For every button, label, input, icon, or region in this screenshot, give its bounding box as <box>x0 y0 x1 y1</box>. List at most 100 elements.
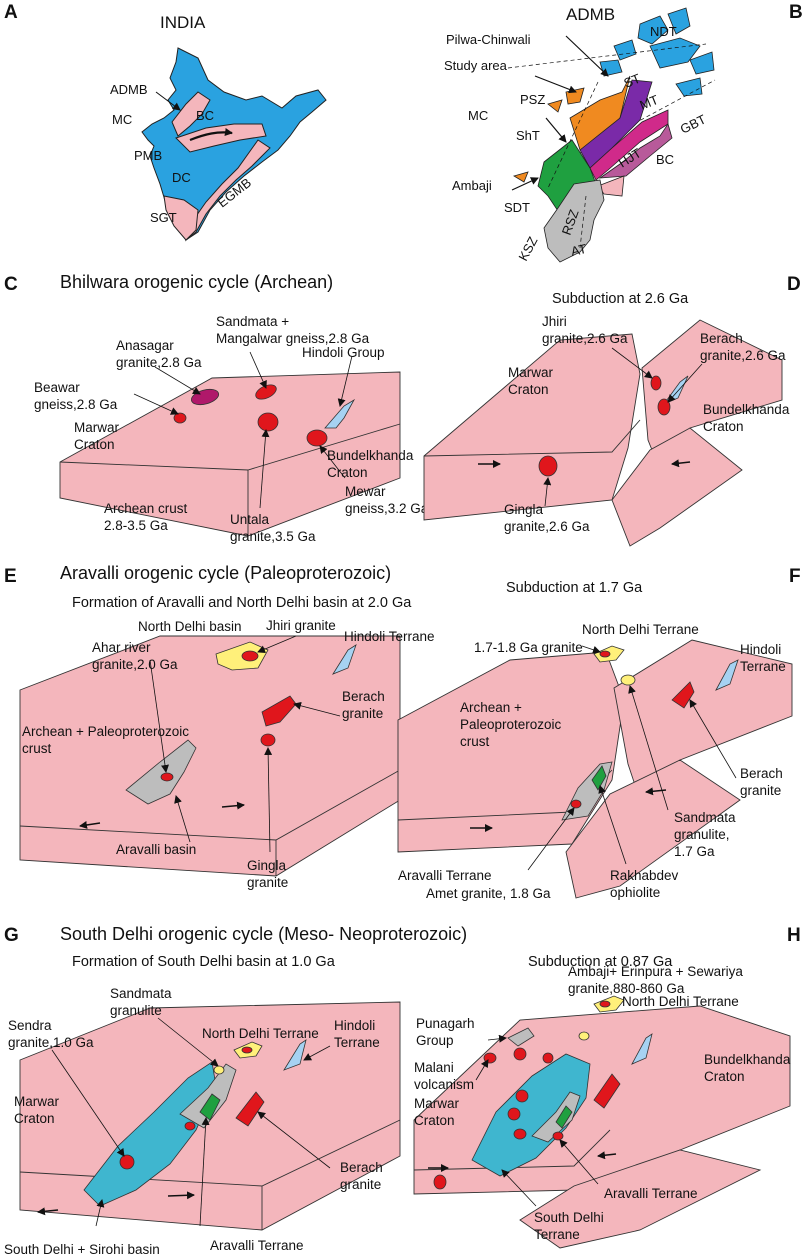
label-mewar-2: gneiss,3.2 Ga <box>345 501 429 516</box>
arrow-ambaji <box>511 177 539 191</box>
berach-granite-f <box>671 681 695 709</box>
arrow-g-left <box>37 1207 59 1216</box>
jhiri-granite-d <box>650 375 662 391</box>
label-aravalli-h: Aravalli Terrane <box>604 1186 698 1201</box>
label-ambaji-h-1: Ambaji+ Erinpura + Sewariya <box>568 964 743 979</box>
psz-dashed <box>547 81 599 189</box>
label-study-area: Study area <box>444 58 508 73</box>
label-crust-f-3: crust <box>460 734 490 749</box>
block-e <box>19 635 401 877</box>
aravalli-basin-e <box>125 739 197 805</box>
label-marwar-d-2: Craton <box>508 382 549 397</box>
gingla-granite-e <box>260 733 276 747</box>
panel-g-subtitle: Formation of South Delhi basin at 1.0 Ga <box>72 954 336 970</box>
sandmata-granulite-f <box>620 674 636 686</box>
label-sdt: SDT <box>504 200 530 215</box>
panel-letter-a: A <box>4 2 18 23</box>
callouts-c <box>133 351 353 509</box>
label-pilwa: Pilwa-Chinwali <box>446 32 531 47</box>
block-d-right <box>641 319 783 471</box>
label-pmb: PMB <box>134 148 162 163</box>
label-bundel-h-1: Bundelkhanda <box>704 1052 791 1067</box>
panel-h-subduction-087: Subduction at 0.87 Ga <box>413 954 791 1249</box>
label-crust-e-1: Archean + Paleoproterozoic <box>22 724 189 739</box>
slab-h <box>519 1149 762 1249</box>
berach-granite-g <box>235 1091 265 1127</box>
green-ophiolite-h <box>555 1105 573 1129</box>
dashed-line-upper <box>507 43 707 69</box>
label-bundel-h-2: Craton <box>704 1069 745 1084</box>
label-berach-e-2: granite <box>342 706 383 721</box>
label-archean-2: 2.8-3.5 Ga <box>104 518 168 533</box>
callouts-e <box>149 635 341 853</box>
label-sandmata-c: Sandmata + <box>216 314 289 329</box>
label-aravalli-basin: Aravalli basin <box>116 842 196 857</box>
label-berach-f-2: granite <box>740 783 781 798</box>
label-bundel-c-2: Craton <box>327 465 368 480</box>
label-berach-d-1: Berach <box>700 331 743 346</box>
label-sht: ShT <box>516 128 540 143</box>
gingla-granite-d <box>538 455 558 477</box>
label-aravalli-g: Aravalli Terrane <box>210 1238 304 1253</box>
hindoli-terrane-f <box>715 659 739 691</box>
rakhabdev-ophiolite-f <box>591 765 607 791</box>
label-punagarh-2: Group <box>416 1033 454 1048</box>
block-c <box>59 371 401 537</box>
arrow-psz <box>545 117 567 143</box>
granite-ndt-h <box>599 1000 611 1008</box>
label-psz: PSZ <box>520 92 545 107</box>
callouts-f <box>527 645 737 871</box>
label-gingla-d-2: granite,2.6 Ga <box>504 519 590 534</box>
label-marwar-h-1: Marwar <box>414 1096 460 1111</box>
label-sdt-h-2: Terrane <box>534 1227 580 1242</box>
ahar-river-granite <box>160 772 174 782</box>
aravalli-terrane-h <box>531 1091 581 1143</box>
label-sgt: SGT <box>150 210 177 225</box>
panel-letter-g: G <box>4 925 19 946</box>
label-aravalli-f: Aravalli Terrane <box>398 868 492 883</box>
orange-patch-2 <box>547 99 563 113</box>
panel-g-south-delhi: South Delhi orogenic cycle (Meso- Neopro… <box>4 924 467 1257</box>
label-marwar-c-2: Craton <box>74 437 115 452</box>
label-marwar-g-1: Marwar <box>14 1094 60 1109</box>
panel-b-admb-map: ADMB Pilwa-Chinwali Study area MC P <box>444 5 716 263</box>
label-marwar-c-1: Marwar <box>74 420 120 435</box>
berach-granite-h <box>593 1073 621 1109</box>
label-ambaji-h-2: granite,880-860 Ga <box>568 981 685 996</box>
orange-patch-1 <box>565 87 585 105</box>
label-jhiri-d-2: granite,2.6 Ga <box>542 331 628 346</box>
arrow-pilwa <box>565 35 609 77</box>
panel-b-title: ADMB <box>566 5 615 24</box>
panel-d-subduction-26: Subduction at 2.6 Ga Jhiri granite,2.6 G… <box>423 291 790 547</box>
label-berach-g-2: granite <box>340 1177 381 1192</box>
label-bc-b: BC <box>656 152 674 167</box>
label-hindoli-g-1: Hindoli <box>334 1018 375 1033</box>
label-sdt-h-1: South Delhi <box>534 1210 604 1225</box>
sandmata-granulite-g <box>213 1065 225 1075</box>
block-f-left <box>397 651 625 853</box>
beawar-gneiss <box>173 412 187 424</box>
panel-letter-h: H <box>787 925 801 946</box>
label-hindoli-f-2: Terrane <box>740 659 786 674</box>
rsz-dashed <box>579 195 587 249</box>
arrow-study-area <box>534 75 577 94</box>
label-ndt-h: North Delhi Terrane <box>622 994 739 1009</box>
label-crust-e-2: crust <box>22 741 52 756</box>
label-anasagar-2: granite,2.8 Ga <box>116 355 202 370</box>
aravalli-terrane-g <box>179 1063 237 1129</box>
india-pink-belt-1 <box>171 91 211 137</box>
panel-e-subtitle: Formation of Aravalli and North Delhi ba… <box>72 595 412 611</box>
hindoli-terrane-g <box>283 1039 307 1071</box>
label-berach-g-1: Berach <box>340 1160 383 1175</box>
label-berach-e-1: Berach <box>342 689 385 704</box>
label-marwar-h-2: Craton <box>414 1113 455 1128</box>
label-ndt-g: North Delhi Terrane <box>202 1026 319 1041</box>
label-mewar-1: Mewar <box>345 484 386 499</box>
label-rakh-2: ophiolite <box>610 885 660 900</box>
hindoli-terrane-e <box>332 644 357 675</box>
panel-f-title: Subduction at 1.7 Ga <box>506 580 643 596</box>
label-sds: South Delhi + Sirohi basin <box>4 1242 160 1257</box>
sandmata-h <box>578 1031 590 1041</box>
label-ndt-f: North Delhi Terrane <box>582 622 699 637</box>
